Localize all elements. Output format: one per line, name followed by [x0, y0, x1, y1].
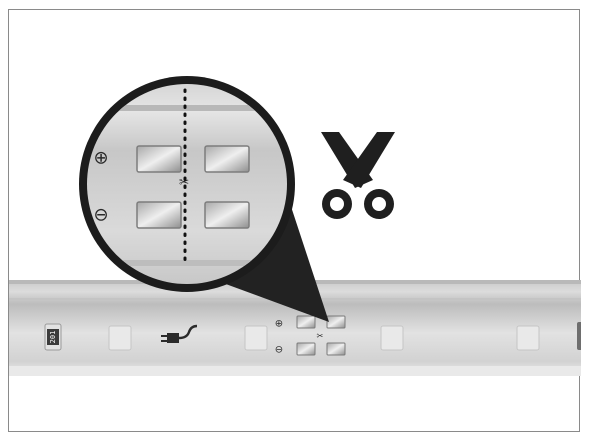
positive-symbol: ⊕: [275, 319, 283, 330]
lens-positive-symbol: ⊕: [93, 148, 108, 169]
lens-negative-symbol: ⊖: [93, 205, 108, 226]
illustration-frame: 201 ⊕ ⊖: [8, 9, 580, 432]
resistor-marking: 201: [49, 331, 57, 344]
lens-pad: [205, 202, 249, 228]
pad: [297, 343, 315, 355]
resistor-chip: 201: [45, 324, 61, 350]
negative-symbol: ⊖: [275, 345, 283, 356]
lens-pad: [137, 146, 181, 172]
led-chip: [381, 326, 403, 350]
scissors-icon: [321, 132, 395, 219]
led-chip: [109, 326, 131, 350]
small-cut-mark: ✂: [317, 332, 324, 341]
strip-end-chip: [577, 322, 581, 350]
led-chip: [245, 326, 267, 350]
pad: [297, 316, 315, 328]
strip-bottom-edge: [9, 366, 581, 376]
led-chip: [517, 326, 539, 350]
pad: [327, 343, 345, 355]
led-strip-illustration: 201 ⊕ ⊖: [9, 10, 581, 433]
lens-pad: [137, 202, 181, 228]
pad: [327, 316, 345, 328]
lens-pad: [205, 146, 249, 172]
